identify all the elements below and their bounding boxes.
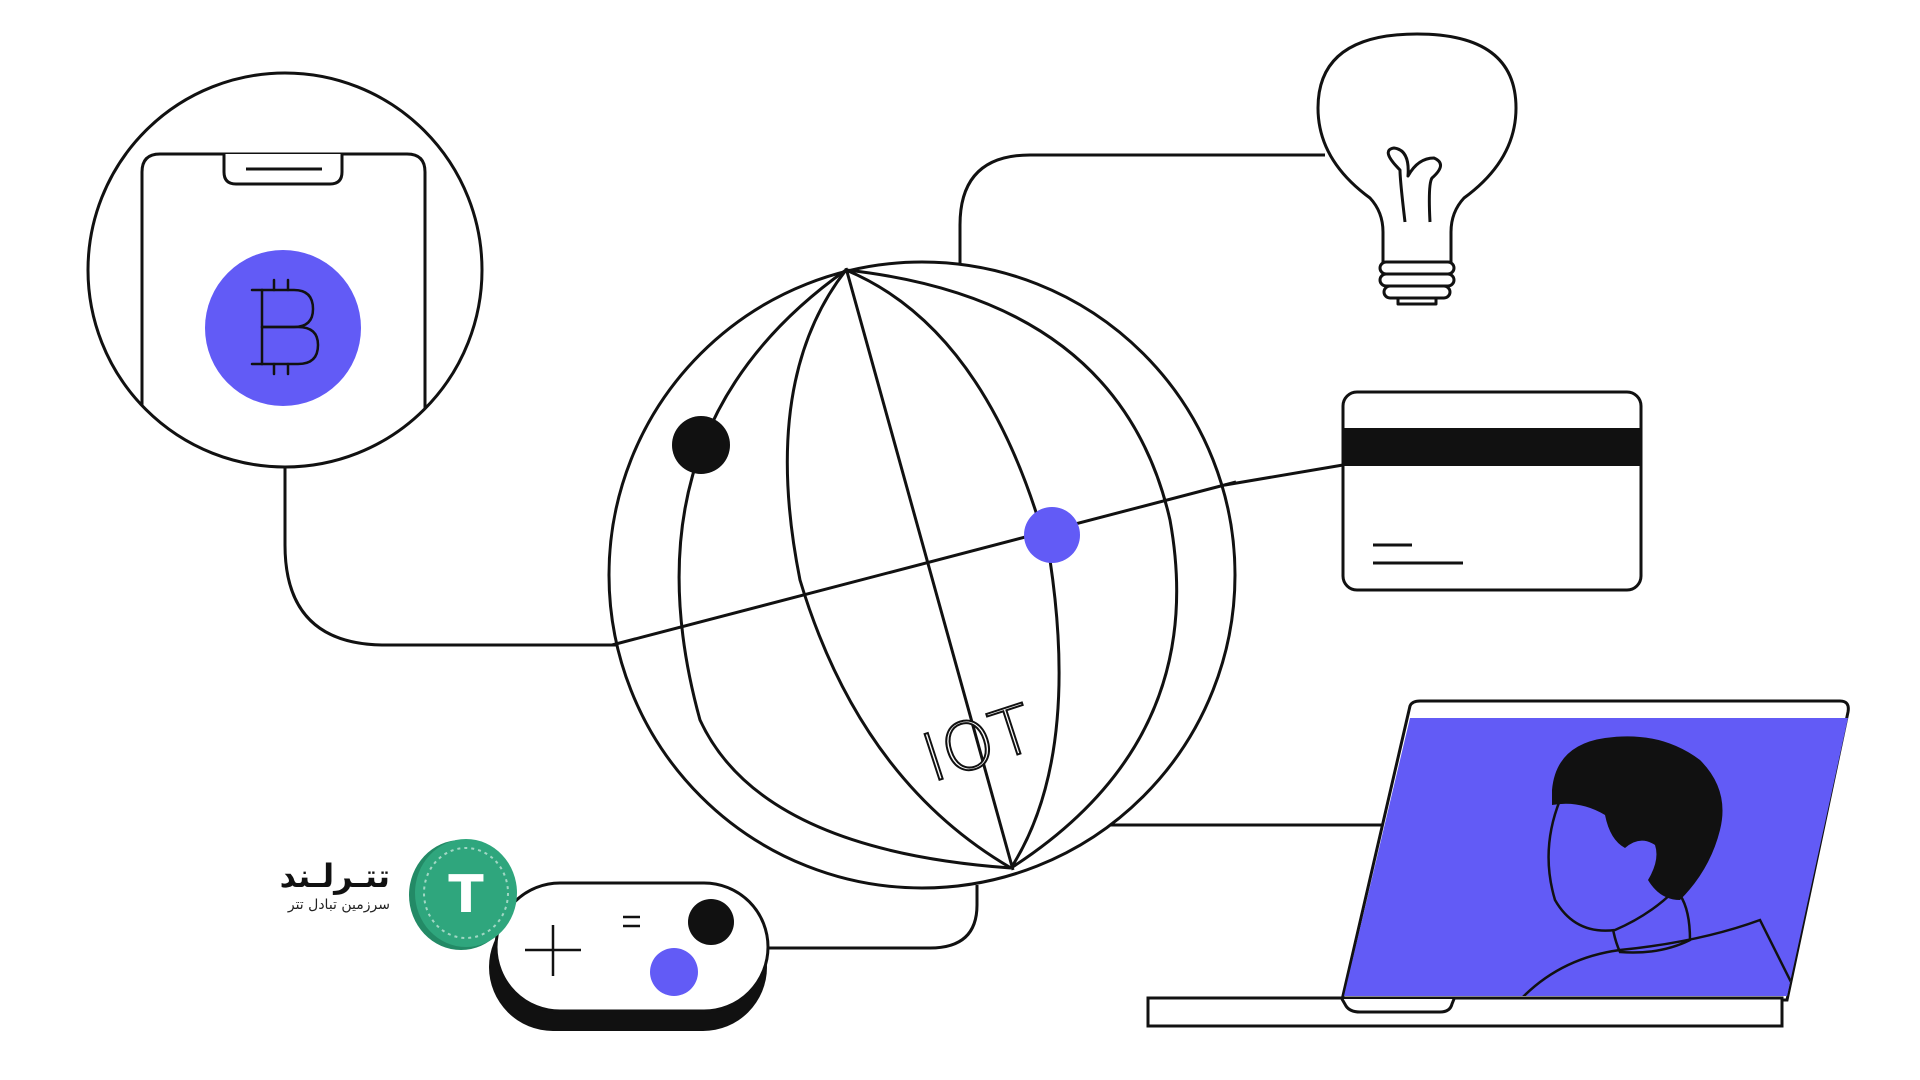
- credit-card-icon: [1341, 390, 1643, 592]
- globe-label: IOT: [913, 690, 1043, 798]
- laptop-trackpad-notch: [1340, 998, 1456, 1014]
- card-stripe: [1344, 428, 1640, 466]
- pill-body: [494, 881, 770, 1013]
- brand-name: تتـرلـند: [279, 857, 390, 895]
- globe: [607, 260, 1237, 890]
- pill-dot-black: [688, 899, 734, 945]
- pill-dot-accent: [650, 948, 698, 996]
- laptop-user-icon: [1146, 699, 1850, 1028]
- connector-globe-lightbulb: [958, 153, 1325, 263]
- lightbulb-filament: [1386, 146, 1442, 223]
- globe-equator: [611, 480, 1237, 647]
- globe-dot-accent: [1024, 507, 1080, 563]
- globe-meridian-2: [785, 269, 1012, 870]
- person-hair: [1552, 736, 1723, 900]
- brand-tagline: سرزمین تبادل تتر: [287, 897, 390, 913]
- globe-meridian-4: [845, 268, 1179, 870]
- connector-globe-pill: [768, 885, 979, 950]
- bitcoin-icon: [250, 278, 320, 376]
- plus-equals-icon: [489, 881, 770, 1031]
- person-shoulders: [1517, 918, 1803, 996]
- connectors: [283, 153, 1388, 950]
- globe-meridian-1: [677, 268, 1012, 870]
- connector-globe-card: [1224, 463, 1344, 487]
- phone-node: [86, 71, 484, 469]
- card-body: [1341, 390, 1643, 592]
- lightbulb-glass: [1316, 32, 1518, 262]
- globe-outline: [607, 260, 1237, 890]
- coin-letter: T: [448, 865, 484, 925]
- lightbulb-icon: [1316, 32, 1518, 306]
- brand-logo: تتـرلـند سرزمین تبادل تتر: [262, 857, 390, 915]
- tether-coin-logo: T: [409, 839, 517, 950]
- globe-axis: [844, 267, 1015, 871]
- globe-dot-black: [672, 416, 730, 474]
- laptop-base: [1146, 996, 1784, 1028]
- person-neck: [1608, 894, 1692, 954]
- connector-phone-globe: [283, 467, 618, 647]
